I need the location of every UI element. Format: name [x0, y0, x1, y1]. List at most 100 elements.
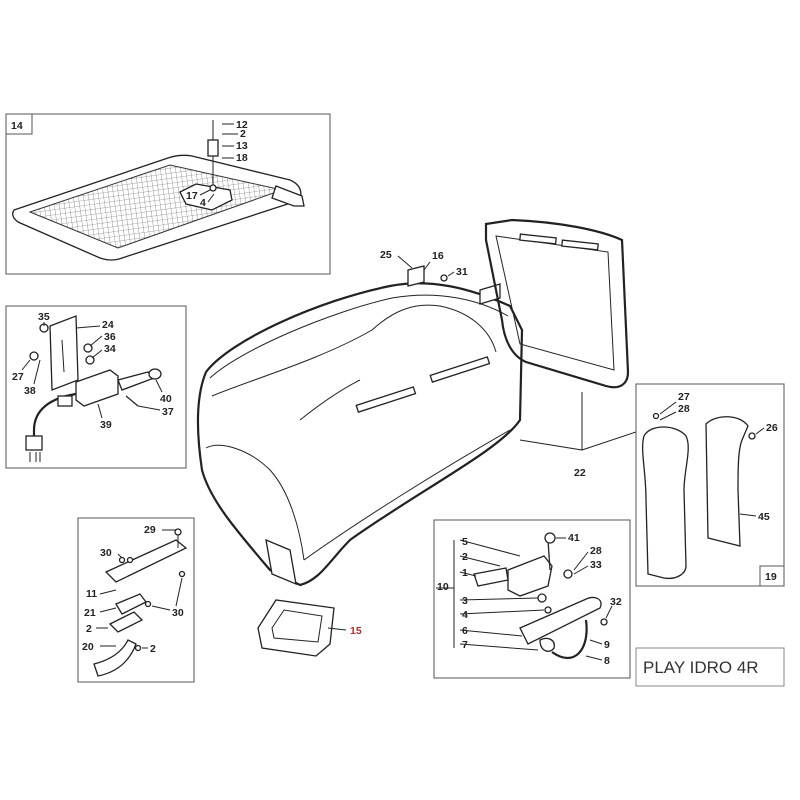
cap-40	[148, 368, 162, 380]
screw-37	[125, 395, 139, 407]
label-24: 24	[102, 319, 114, 331]
inset-14-number: 14	[11, 120, 23, 132]
label-41: 41	[568, 532, 580, 544]
label-4: 4	[200, 197, 206, 209]
inset-14-tag	[5, 113, 33, 135]
switch-39	[75, 369, 119, 407]
bolt-41	[544, 532, 556, 544]
label-2d: 2	[462, 551, 468, 563]
screw-26	[748, 432, 756, 440]
label-2b: 2	[86, 623, 92, 635]
engine-hood: 25 16 31	[196, 249, 524, 587]
screw-32	[600, 618, 608, 626]
side-panel-left	[641, 426, 689, 580]
label-13: 13	[236, 140, 248, 152]
label-31: 31	[456, 266, 468, 278]
label-15: 15	[350, 625, 362, 637]
inset-switch-frame	[5, 305, 187, 469]
label-27: 27	[12, 371, 24, 383]
label-28b: 28	[590, 545, 602, 557]
label-6: 6	[462, 625, 468, 637]
inset-19-frame	[635, 383, 785, 587]
label-27b: 27	[678, 391, 690, 403]
label-4b: 4	[462, 609, 468, 621]
inset-lever-frame	[77, 517, 195, 683]
label-30b: 30	[172, 607, 184, 619]
label-8: 8	[604, 655, 610, 667]
inset-lever-assembly: 29 30 11 21 30 2 20 2	[77, 517, 195, 683]
label-38: 38	[24, 385, 36, 397]
inset-switch-assembly: 35 24 36 34 27 38 40 37 39	[5, 305, 187, 469]
screw-31	[440, 274, 448, 282]
hood-hinge	[265, 538, 297, 586]
model-title-box: PLAY IDRO 4R	[635, 647, 785, 687]
model-title-frame	[635, 647, 785, 687]
bracket-16	[407, 265, 425, 287]
label-3: 3	[462, 595, 468, 607]
label-28: 28	[678, 403, 690, 415]
label-40: 40	[160, 393, 172, 405]
gasket-15: 15	[257, 599, 362, 657]
label-2: 2	[240, 128, 246, 140]
inset-19-number: 19	[765, 571, 777, 583]
label-9: 9	[604, 639, 610, 651]
gasket-outer	[257, 599, 335, 657]
cable-seal	[57, 395, 73, 407]
spring-8	[539, 637, 555, 652]
block-21	[115, 593, 147, 615]
inset-14-grid-cover: 14 12 2 13 18 17 4	[5, 113, 331, 275]
label-39: 39	[100, 419, 112, 431]
lever-20	[93, 639, 137, 677]
label-22: 22	[574, 467, 586, 479]
label-34: 34	[104, 343, 116, 355]
label-21: 21	[84, 607, 96, 619]
label-12: 12	[236, 119, 248, 131]
rear-slot-1	[519, 233, 557, 245]
label-33: 33	[590, 559, 602, 571]
label-32: 32	[610, 596, 622, 608]
label-17: 17	[186, 190, 198, 202]
hood-outline	[196, 282, 524, 587]
inset-14-frame	[5, 113, 331, 275]
vent-slot-1	[355, 386, 417, 413]
label-10: 10	[437, 581, 449, 593]
rear-panel-outline	[484, 218, 630, 389]
bolt-1	[473, 567, 509, 587]
label-30: 30	[100, 547, 112, 559]
label-5: 5	[462, 536, 468, 548]
switch-bracket	[49, 315, 79, 391]
label-36: 36	[104, 331, 116, 343]
connector	[25, 435, 43, 451]
label-37: 37	[162, 406, 174, 418]
inset-19-side-panels: 19 27 28 26 45	[635, 383, 785, 587]
side-panel-right	[705, 416, 749, 547]
rear-slot-2	[561, 239, 599, 251]
nut-4	[537, 593, 547, 603]
label-16: 16	[432, 250, 444, 262]
label-2c: 2	[150, 643, 156, 655]
clip-plate	[179, 183, 233, 211]
label-18: 18	[236, 152, 248, 164]
label-45: 45	[758, 511, 770, 523]
label-26: 26	[766, 422, 778, 434]
hook-6	[519, 596, 602, 645]
grid-cover-handle	[271, 185, 305, 207]
clip-bracket	[207, 139, 219, 157]
block-lower	[108, 611, 144, 633]
rear-panel-22: 22	[484, 218, 637, 479]
vent-slot-2	[429, 356, 491, 383]
inset-10-frame	[433, 519, 631, 679]
label-1: 1	[462, 567, 468, 579]
label-29: 29	[144, 524, 156, 536]
label-35: 35	[38, 311, 50, 323]
washer-28	[563, 569, 573, 579]
plate-11	[104, 539, 188, 583]
model-title: PLAY IDRO 4R	[643, 658, 759, 677]
clip-nut	[209, 184, 217, 192]
latch-body-5	[507, 555, 553, 597]
label-11: 11	[86, 588, 97, 600]
label-7: 7	[462, 639, 468, 651]
label-20: 20	[82, 641, 94, 653]
label-25: 25	[380, 249, 392, 261]
